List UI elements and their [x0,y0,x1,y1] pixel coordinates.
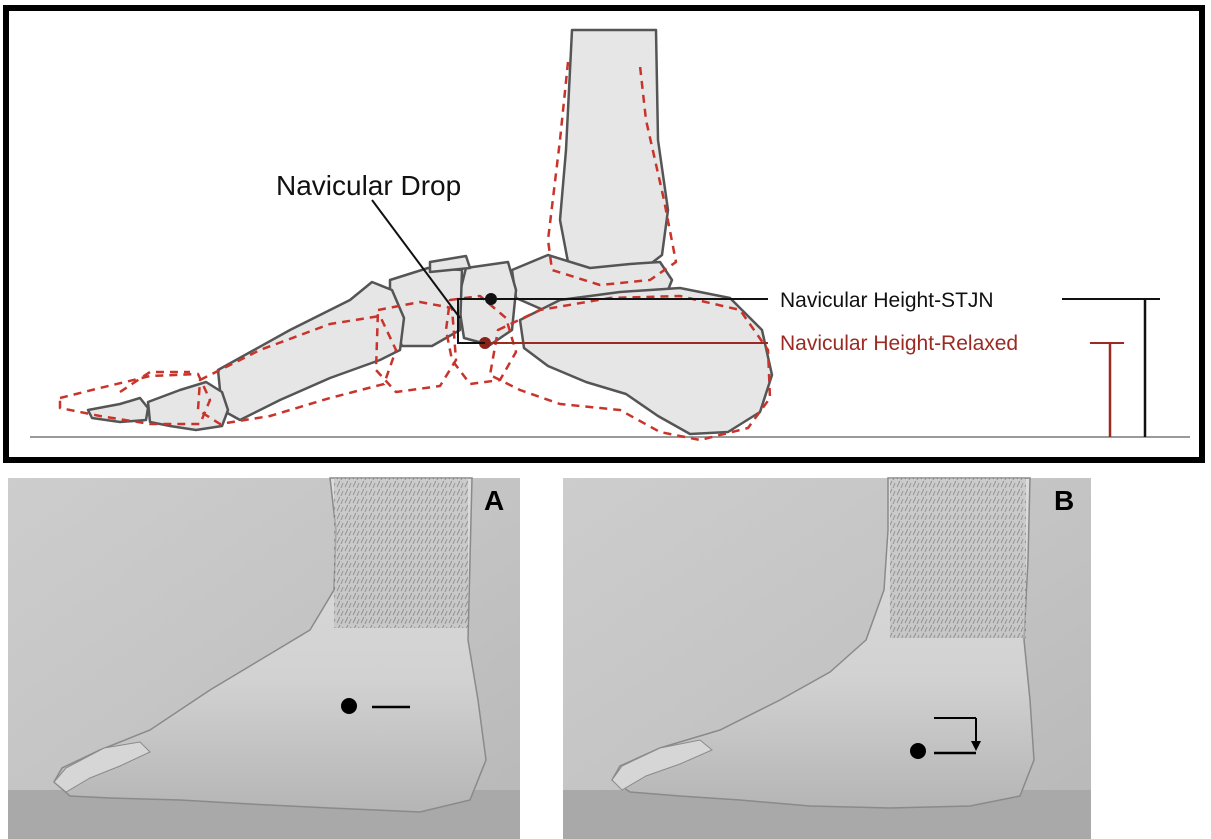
navicular-bone [458,262,516,345]
leg-hair-b [890,478,1026,638]
panel-label-b: B [1054,485,1074,516]
tibia-bone [560,30,668,275]
navicular-marker-a [341,698,357,714]
leg-hair-a [334,478,468,628]
navicular-marker-b [910,743,926,759]
navicular-drop-label: Navicular Drop [276,170,461,201]
photo-panel-a: A [8,478,520,839]
panel-label-a: A [484,485,504,516]
photo-panel-b: B [563,478,1091,839]
navicular-height-stjn-label: Navicular Height-STJN [780,289,994,312]
navicular-height-relaxed-label: Navicular Height-Relaxed [780,332,1018,355]
diagram-panel: Navicular Drop Navicular Height-STJN Nav… [6,8,1202,460]
